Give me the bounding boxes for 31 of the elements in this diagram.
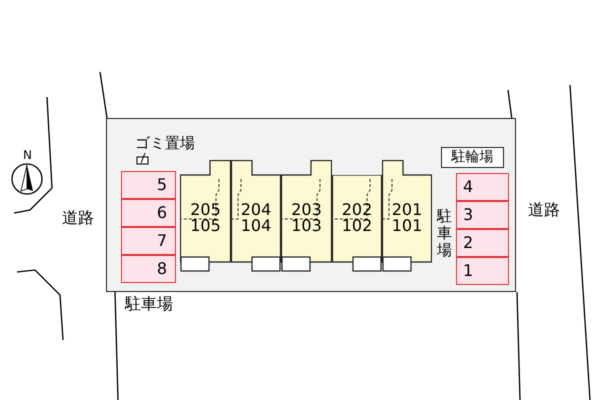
parking-space: 2	[456, 229, 509, 257]
north-label: N	[23, 148, 32, 162]
parking-space: 4	[456, 173, 509, 201]
parking-space: 8	[121, 255, 176, 283]
apartment-unit	[382, 160, 432, 272]
unit-number: 201	[390, 202, 424, 217]
bicycle-parking-sign: 駐輪場	[441, 147, 504, 168]
unit-number: 205	[189, 202, 222, 217]
parking-space: 1	[456, 257, 509, 285]
area-label: ゴミ置場	[135, 134, 195, 153]
unit-number: 101	[390, 218, 424, 233]
unit-number: 103	[290, 218, 323, 233]
unit-number: 104	[240, 218, 272, 233]
parking-space: 6	[121, 199, 176, 227]
parking-space: 7	[121, 227, 176, 255]
road-label: 道路	[528, 200, 560, 221]
unit-number: 202	[340, 202, 374, 217]
parking-space: 3	[456, 201, 509, 229]
apartment-unit	[231, 160, 281, 272]
parking-lot-label: 駐車場	[437, 208, 453, 259]
road-label: 道路	[62, 208, 94, 229]
unit-number: 203	[290, 202, 323, 217]
apartment-unit	[281, 160, 332, 272]
unit-number: 102	[340, 218, 374, 233]
apartment-unit	[180, 160, 231, 272]
unit-number: 105	[189, 218, 222, 233]
unit-number: 204	[240, 202, 272, 217]
parking-lot-label: 駐車場	[125, 294, 173, 315]
site-lot	[106, 118, 516, 292]
parking-space: 5	[121, 171, 176, 199]
apartment-unit	[332, 175, 382, 272]
